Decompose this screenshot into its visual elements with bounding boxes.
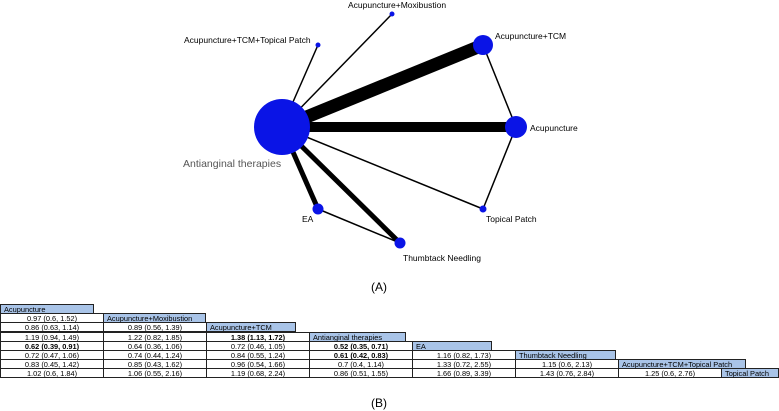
league-cell: 1.06 (0.55, 2.16) [103, 368, 207, 379]
league-cell: 1.02 (0.6, 1.84) [0, 368, 104, 379]
node-acu_tcm [473, 35, 493, 55]
node-label-antianginal: Antianginal therapies [183, 158, 281, 170]
node-layer [254, 11, 527, 249]
node-acu_moxi [389, 11, 395, 17]
node-label-ea: EA [302, 214, 314, 224]
node-acupuncture [505, 116, 527, 138]
node-ea [312, 203, 324, 215]
node-topical_patch [479, 205, 487, 213]
edge-acu_tcm-acupuncture [482, 44, 517, 128]
league-diag-topical-patch: Topical Patch [721, 368, 779, 379]
node-label-acu_moxi: Acupuncture+Moxibustion [348, 0, 446, 10]
node-label-acu_tcm_patch: Acupuncture+TCM+Topical Patch [184, 35, 311, 45]
edge-antianginal-acu_tcm [279, 38, 486, 134]
node-acu_tcm_patch [315, 42, 321, 48]
league-cell: 0.86 (0.51, 1.55) [309, 368, 413, 379]
node-label-topical_patch: Topical Patch [486, 214, 537, 224]
league-cell: 1.19 (0.68, 2.24) [206, 368, 310, 379]
league-cell: 1.66 (0.89, 3.39) [412, 368, 516, 379]
node-label-thumbtack: Thumbtack Needling [403, 253, 481, 263]
network-graph: Antianginal therapies Acupuncture+Moxibus… [183, 0, 578, 263]
node-label-acupuncture: Acupuncture [530, 123, 578, 133]
label-layer: Antianginal therapies Acupuncture+Moxibus… [183, 0, 578, 263]
node-thumbtack [394, 237, 406, 249]
node-antianginal [254, 99, 310, 155]
edge-ea-thumbtack [317, 208, 401, 244]
node-label-acu_tcm: Acupuncture+TCM [495, 31, 566, 41]
league-cell: 1.25 (0.6, 2.76) [618, 368, 722, 379]
edge-antianginal-topical_patch [281, 126, 484, 210]
panel-label-b: (B) [371, 396, 387, 410]
panel-label-a: (A) [371, 280, 387, 294]
edge-acupuncture-topical_patch [482, 126, 517, 210]
league-cell: 1.43 (0.76, 2.84) [515, 368, 619, 379]
